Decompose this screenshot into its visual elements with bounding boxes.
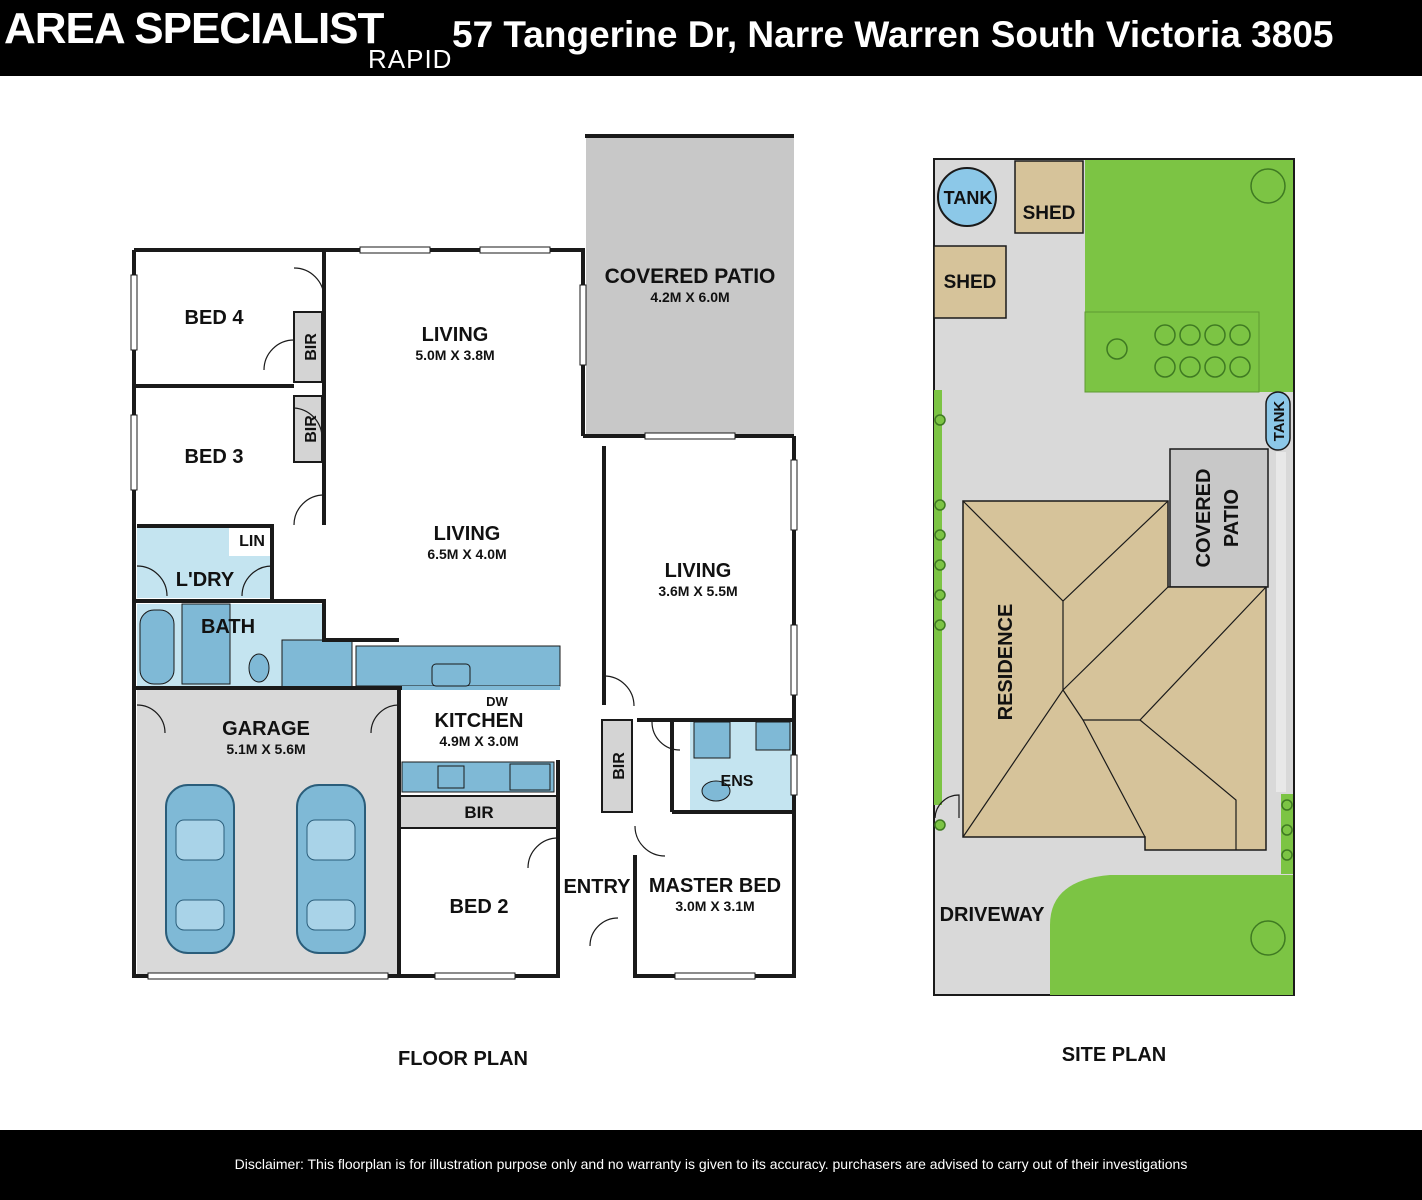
label-master-bed: MASTER BED <box>649 875 781 897</box>
label-living2: LIVING <box>434 523 501 545</box>
label-bed4: BED 4 <box>185 307 245 329</box>
side-path <box>1276 452 1286 792</box>
car-left <box>165 784 235 954</box>
header-bar: AREA SPECIALIST RAPID 57 Tangerine Dr, N… <box>0 0 1422 76</box>
label-linen: LIN <box>239 533 265 550</box>
size-garage: 5.1M X 5.6M <box>226 741 305 757</box>
trees <box>934 168 1293 956</box>
bir-bed4 <box>293 311 323 383</box>
shed-top <box>1014 160 1084 234</box>
label-shed-top: SHED <box>1023 203 1076 224</box>
windows <box>130 246 798 980</box>
size-kitchen: 4.9M X 3.0M <box>439 733 518 749</box>
site-plan-caption: SITE PLAN <box>1062 1044 1166 1066</box>
size-living3: 3.6M X 5.5M <box>658 583 737 599</box>
label-bir-bed4: BIR <box>303 333 320 361</box>
lawn-front <box>1050 875 1293 995</box>
covered-patio-area <box>586 136 794 436</box>
label-bath: BATH <box>201 616 255 638</box>
label-bir-kitchen: BIR <box>464 803 493 822</box>
label-site-patio: PATIO <box>1221 489 1243 547</box>
label-tank-side: TANK <box>1271 401 1288 442</box>
label-kitchen: KITCHEN <box>435 710 524 732</box>
shed-side <box>933 245 1007 319</box>
site-covered-patio <box>1169 448 1269 588</box>
tank-side <box>1265 391 1291 451</box>
bir-bed3 <box>293 395 323 463</box>
company-logo-sub: RAPID <box>368 44 453 74</box>
bir-master <box>601 719 633 813</box>
residence-roof <box>962 500 1267 851</box>
label-dishwasher: DW <box>486 694 508 709</box>
label-driveway: DRIVEWAY <box>940 904 1046 926</box>
label-bed2: BED 2 <box>450 896 509 918</box>
label-living3: LIVING <box>665 560 732 582</box>
cooktop <box>437 765 465 789</box>
label-bir-master: BIR <box>611 752 628 780</box>
size-master-bed: 3.0M X 3.1M <box>675 898 754 914</box>
label-living1: LIVING <box>422 324 489 346</box>
company-logo: AREA SPECIALIST <box>4 4 384 53</box>
label-covered-patio: COVERED PATIO <box>605 265 776 288</box>
label-entry: ENTRY <box>563 876 631 898</box>
label-shed-side: SHED <box>944 272 997 293</box>
kitchen-sink <box>431 663 471 687</box>
disclaimer-text: Disclaimer: This floorplan is for illust… <box>234 1156 1188 1172</box>
property-address: 57 Tangerine Dr, Narre Warren South Vict… <box>452 14 1334 55</box>
size-living1: 5.0M X 3.8M <box>415 347 494 363</box>
tank-round <box>937 167 997 227</box>
label-bed3: BED 3 <box>185 446 244 468</box>
bath-bench <box>281 639 353 689</box>
label-garage: GARAGE <box>222 718 310 740</box>
footer-bar: Disclaimer: This floorplan is for illust… <box>0 1130 1422 1200</box>
label-site-covered: COVERED <box>1193 469 1215 568</box>
size-covered-patio: 4.2M X 6.0M <box>650 289 729 305</box>
floor-plan: COVERED PATIO 4.2M X 6.0M BED 4 BED 3 BI… <box>130 134 798 1070</box>
car-right <box>296 784 366 954</box>
size-living2: 6.5M X 4.0M <box>427 546 506 562</box>
label-tank-round: TANK <box>944 188 993 208</box>
laundry-bench <box>137 528 229 556</box>
toilet-bath <box>248 653 270 683</box>
label-ensuite: ENS <box>721 773 754 790</box>
floor-plan-caption: FLOOR PLAN <box>398 1048 528 1070</box>
ensuite-vanity <box>755 721 791 751</box>
ensuite-shower <box>693 721 731 759</box>
kitchen-bench-lower <box>401 761 555 793</box>
bathtub <box>139 609 175 685</box>
kitchen-bench-lip <box>400 686 560 690</box>
site-plan: TANK TANK SHED SHED RESIDENCE COVERED PA… <box>933 158 1295 1066</box>
label-bir-bed3: BIR <box>303 415 320 443</box>
vanity-bath <box>181 603 231 685</box>
doors <box>136 267 681 947</box>
label-laundry: L'DRY <box>176 569 235 591</box>
oven <box>509 763 551 791</box>
roof-ridges <box>962 500 1267 850</box>
kitchen-bench-top <box>355 645 561 687</box>
site-entry-door <box>934 794 960 819</box>
label-residence: RESIDENCE <box>995 604 1017 721</box>
ensuite-toilet <box>701 780 731 802</box>
